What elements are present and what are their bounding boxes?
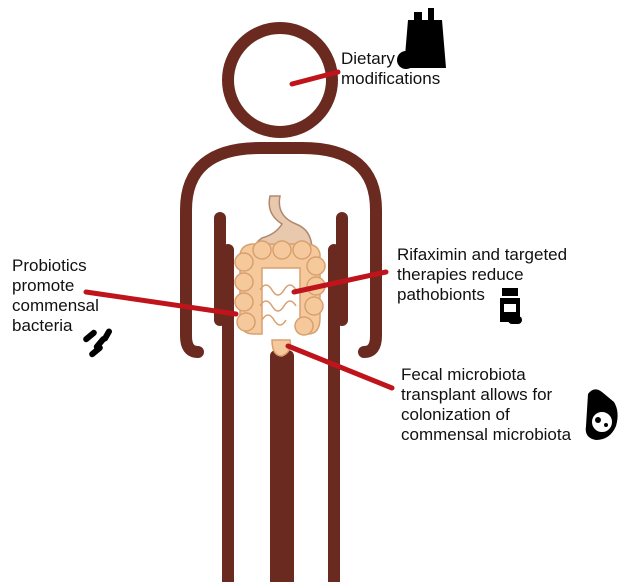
- label-line: therapies reduce: [397, 265, 567, 285]
- human-body-outline: [186, 28, 376, 582]
- hand-microbe-icon: [586, 389, 618, 440]
- label-line: bacteria: [12, 316, 99, 336]
- probiotics-pointer: [86, 292, 236, 314]
- label-line: Dietary: [341, 49, 440, 69]
- label-line: transplant allows for: [401, 385, 571, 405]
- label-line: commensal microbiota: [401, 425, 571, 445]
- intestines: [235, 241, 325, 356]
- small-intestine: [260, 285, 296, 325]
- label-line: commensal: [12, 296, 99, 316]
- label-line: promote: [12, 276, 99, 296]
- label-line: Fecal microbiota: [401, 365, 571, 385]
- probiotics-label: Probiotics promote commensal bacteria: [12, 256, 99, 336]
- label-line: Rifaximin and targeted: [397, 245, 567, 265]
- fecal-microbiota-transplant-label: Fecal microbiota transplant allows for c…: [401, 365, 571, 445]
- label-line: colonization of: [401, 405, 571, 425]
- inner-leg: [276, 356, 288, 582]
- dietary-modifications-label: Dietary modifications: [341, 49, 440, 89]
- label-line: Probiotics: [12, 256, 99, 276]
- label-line: modifications: [341, 69, 440, 89]
- rifaximin-label: Rifaximin and targeted therapies reduce …: [397, 245, 567, 305]
- label-line: pathobionts: [397, 285, 567, 305]
